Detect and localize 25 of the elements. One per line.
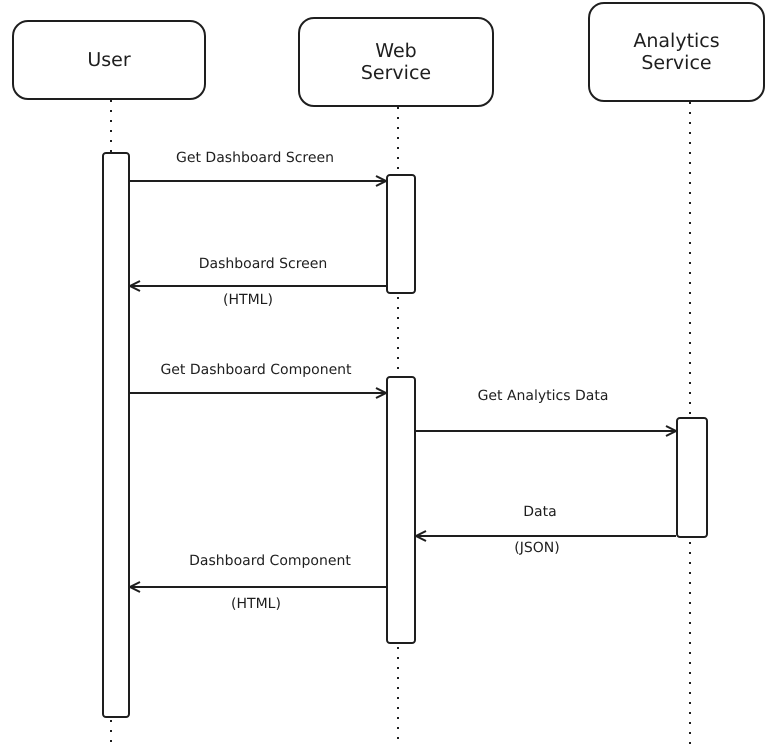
participant-box <box>298 17 494 107</box>
participant-name: Analytics Service <box>632 30 721 74</box>
message-arrow <box>130 387 387 399</box>
edge-label: Data <box>523 504 557 520</box>
participant-name: Web Service <box>360 40 432 84</box>
activation-bar <box>386 376 416 644</box>
activation-bar <box>676 417 708 538</box>
activation-bar <box>386 174 416 294</box>
message-arrow <box>415 530 676 542</box>
message-arrow <box>416 425 677 437</box>
participant-box <box>588 2 765 102</box>
message-arrow <box>129 581 386 593</box>
participant-name: User <box>87 49 131 71</box>
format-note: (JSON) <box>514 540 560 556</box>
message-arrow <box>129 280 386 292</box>
message-arrow <box>130 175 387 187</box>
edge-label: Dashboard Component <box>189 553 351 569</box>
edge-label: Get Dashboard Screen <box>176 150 334 166</box>
edge-label: Dashboard Screen <box>198 256 328 272</box>
format-note: (HTML) <box>223 292 273 308</box>
edge-label: Get Dashboard Component <box>160 362 352 378</box>
edge-label: Get Analytics Data <box>478 388 608 404</box>
participant-box <box>12 20 206 100</box>
format-note: (HTML) <box>231 596 281 612</box>
activation-bar <box>102 152 130 718</box>
